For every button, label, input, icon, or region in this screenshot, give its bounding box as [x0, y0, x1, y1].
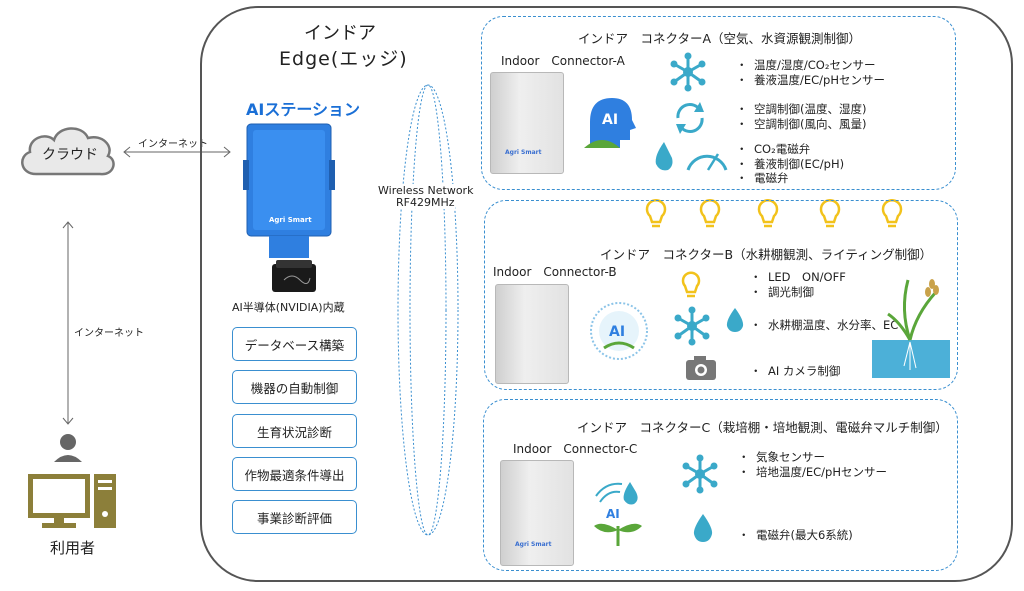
- function-growth-diagnosis: 生育状況診断: [232, 414, 357, 448]
- ai-station-image: [243, 123, 335, 258]
- edge-title-line2: Edge(エッジ): [279, 48, 408, 70]
- wireless-line2: RF429MHz: [396, 196, 455, 209]
- internet-label-horizontal: インターネット: [138, 139, 208, 150]
- connector-a-device: Agri Smart: [490, 72, 564, 174]
- ai-plant-icon: AI: [594, 482, 642, 546]
- connector-b-title: インドア コネクターB（水耕棚観測、ライティング制御）: [600, 244, 933, 263]
- cloud-icon: [21, 127, 115, 176]
- user-label: 利用者: [50, 539, 96, 557]
- connector-a-valve-item: 電磁弁: [736, 171, 844, 186]
- wireless-network-ellipses: [397, 84, 459, 536]
- connector-b-sensor-item: 水耕棚温度、水分率、EC: [750, 318, 898, 333]
- connector-a-title: インドア コネクターA（空気、水資源観測制御）: [578, 31, 862, 46]
- light-bulbs-row: [645, 199, 903, 228]
- ai-station-brand: Agri Smart: [269, 216, 312, 224]
- connector-a-device-label: Indoor Connector-A: [501, 54, 625, 68]
- ai-station-title: AIステーション: [246, 100, 361, 119]
- connector-c-device: Agri Smart: [500, 460, 574, 566]
- connector-c-title: インドア コネクターC（栽培棚・培地観測、電磁弁マルチ制御）: [577, 420, 948, 435]
- bulb-icon-b: [681, 271, 701, 298]
- connector-a-valve-item: 養液制御(EC/pH): [736, 157, 844, 172]
- connector-a-controls: 空調制御(温度、湿度) 空調制御(風向、風量): [736, 102, 866, 132]
- connector-a-valves: CO₂電磁弁 養液制御(EC/pH) 電磁弁: [736, 142, 844, 186]
- svg-text:AI: AI: [609, 324, 625, 340]
- connector-a-sensors: 温度/湿度/CO₂センサー 養液温度/EC/pHセンサー: [736, 58, 885, 88]
- connector-a-panel: [481, 16, 956, 190]
- connector-b-sensors: 水耕棚温度、水分率、EC: [750, 318, 898, 333]
- internet-arrow-horizontal: [123, 146, 231, 158]
- cloud: クラウド: [12, 118, 120, 182]
- cloud-label: クラウド: [42, 147, 98, 163]
- water-gauge-icon: [655, 142, 728, 171]
- water-drop-icon-c: [693, 514, 713, 542]
- connector-c-brand: Agri Smart: [515, 541, 552, 548]
- sensor-network-icon-c: [682, 454, 718, 494]
- connector-b-lighting-item: 調光制御: [750, 285, 846, 300]
- connector-b-panel: [484, 200, 958, 390]
- connector-c-sensor-item: 気象センサー: [738, 450, 887, 465]
- connector-a-control-item: 空調制御(温度、湿度): [736, 102, 866, 117]
- hydroponic-plant-icon: [872, 279, 950, 378]
- connector-c-sensor-item: 培地温度/EC/pHセンサー: [738, 465, 887, 480]
- connector-a-brand: Agri Smart: [505, 149, 542, 156]
- ai-station-device: Agri Smart: [243, 120, 335, 260]
- edge-frame: [200, 6, 1013, 582]
- connector-c-valves: 電磁弁(最大6系統): [738, 528, 853, 543]
- svg-text:AI: AI: [606, 507, 620, 521]
- function-database: データベース構築: [232, 327, 357, 361]
- connector-b-device: [495, 284, 569, 384]
- user-computer-icon: [28, 434, 116, 528]
- wireless-line1: Wireless Network: [378, 184, 474, 197]
- connector-b-lighting: LED ON/OFF 調光制御: [750, 270, 846, 300]
- connector-b-lighting-item: LED ON/OFF: [750, 270, 846, 285]
- sensor-network-icon-b: [674, 306, 710, 346]
- function-business-evaluation: 事業診断評価: [232, 500, 357, 534]
- ai-chip-label: AI半導体(NVIDIA)内蔵: [232, 301, 345, 314]
- edge-title-line1: インドア: [304, 23, 376, 44]
- ai-circle-badge-b: AI: [590, 302, 648, 360]
- connector-c-panel: [483, 399, 958, 571]
- internet-arrow-vertical: [62, 221, 74, 425]
- function-auto-control: 機器の自動制御: [232, 370, 357, 404]
- connector-b-camera-item: AI カメラ制御: [750, 364, 840, 379]
- function-optimal-conditions: 作物最適条件導出: [232, 457, 357, 491]
- connector-a-valve-item: CO₂電磁弁: [736, 142, 844, 157]
- sensor-network-icon-a: [670, 52, 706, 92]
- cycle-arrows-icon: [676, 102, 704, 134]
- connector-b-device-label: Indoor Connector-B: [493, 265, 617, 279]
- connector-a-sensor-item: 温度/湿度/CO₂センサー: [736, 58, 885, 73]
- connector-a-sensor-item: 養液温度/EC/pHセンサー: [736, 73, 885, 88]
- connector-c-sensors: 気象センサー 培地温度/EC/pHセンサー: [738, 450, 887, 480]
- connector-b-camera: AI カメラ制御: [750, 364, 840, 379]
- ai-head-icon: AI: [584, 98, 636, 148]
- connector-c-device-label: Indoor Connector-C: [513, 442, 638, 456]
- ai-chip-icon: [272, 260, 316, 292]
- internet-label-vertical: インターネット: [74, 328, 144, 339]
- svg-text:AI: AI: [602, 112, 618, 128]
- connector-a-control-item: 空調制御(風向、風量): [736, 117, 866, 132]
- connector-c-valve-item: 電磁弁(最大6系統): [738, 528, 853, 543]
- camera-icon: [686, 356, 716, 380]
- water-drop-icon-b: [726, 308, 744, 332]
